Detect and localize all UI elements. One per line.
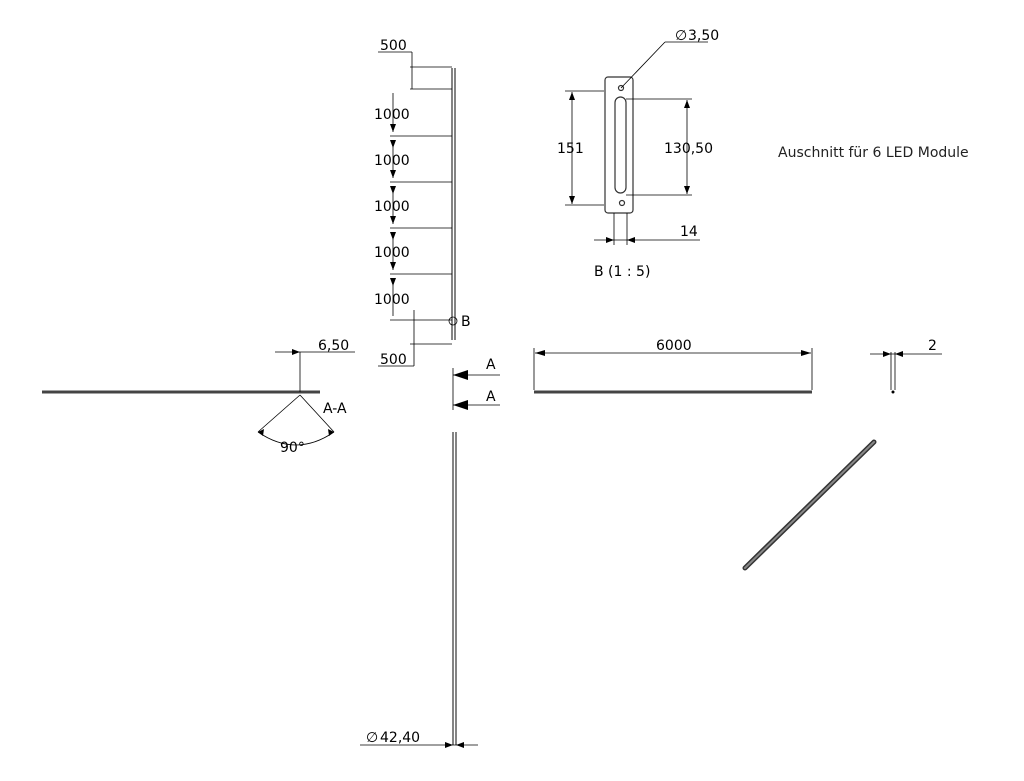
dim-slot-length: 130,50 (664, 141, 713, 157)
dim-diameter: 42,40 (380, 730, 420, 746)
isometric-view (742, 439, 877, 571)
dim-offset: 6,50 (318, 338, 349, 354)
cutout-note: Auschnitt für 6 LED Module (778, 145, 969, 161)
lower-vertical-view (360, 432, 478, 748)
detail-b-circle (448, 316, 458, 326)
dim-end-2: 2 (928, 338, 937, 354)
end-view (870, 351, 942, 394)
dim-spacing-1: 1000 (374, 107, 410, 123)
dim-hole: 3,50 (688, 28, 719, 44)
hole-top (617, 84, 625, 92)
detail-b-view (565, 41, 708, 245)
section-arrows (452, 368, 500, 410)
dim-spacing-3: 1000 (374, 199, 410, 215)
hole-bottom (618, 199, 626, 207)
section-arrow-a-top: A (486, 357, 496, 373)
dim-top-500: 500 (380, 38, 407, 54)
detail-marker-b: B (461, 314, 471, 330)
dim-width-14: 14 (680, 224, 698, 240)
dim-spacing-4: 1000 (374, 245, 410, 261)
dim-spacing-2: 1000 (374, 153, 410, 169)
dim-diameter-symbol: ∅ (366, 730, 378, 746)
dim-angle: 90° (280, 440, 305, 456)
dim-hole-symbol: ∅ (675, 28, 687, 44)
left-view (42, 349, 355, 446)
section-arrow-a-bottom: A (486, 389, 496, 405)
dim-bottom-500: 500 (380, 352, 407, 368)
dim-height-151: 151 (557, 141, 584, 157)
section-label: A-A (323, 401, 347, 417)
front-view (378, 51, 458, 367)
dim-length-6000: 6000 (656, 338, 692, 354)
side-view (533, 348, 813, 394)
dim-spacing-5: 1000 (374, 292, 410, 308)
detail-label: B (1 : 5) (594, 264, 650, 280)
